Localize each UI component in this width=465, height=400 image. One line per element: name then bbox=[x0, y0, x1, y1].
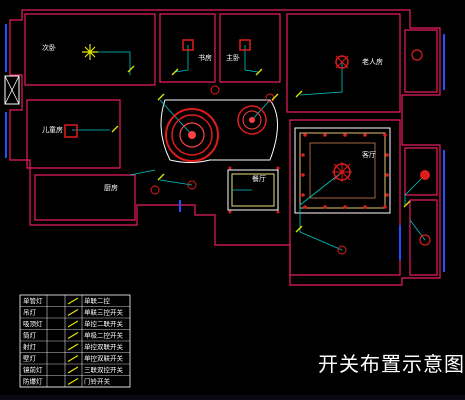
switches bbox=[111, 65, 411, 233]
legend-label: 单联三控开关 bbox=[84, 308, 124, 317]
label-study: 书房 bbox=[198, 53, 212, 62]
legend-switch-icon bbox=[67, 366, 79, 374]
legend-label: 单控双联开关 bbox=[84, 342, 124, 351]
lamp-bath bbox=[419, 234, 431, 246]
legend-fixture-symbol: 防爆灯 bbox=[23, 377, 43, 386]
walls bbox=[9, 9, 441, 286]
legend-switch-icon bbox=[67, 308, 79, 317]
legend-label: 单控二联开关 bbox=[84, 319, 124, 328]
label-children-room: 儿童房 bbox=[42, 125, 63, 134]
bottom-strip bbox=[0, 395, 465, 400]
downlight-1 bbox=[187, 180, 197, 190]
dining-ceiling bbox=[160, 99, 278, 163]
legend-label: 门铃开关 bbox=[84, 377, 111, 386]
legend-fixture-symbol: 吊灯 bbox=[23, 308, 37, 317]
label-second-bedroom: 次卧 bbox=[42, 43, 56, 52]
legend-switch-icon bbox=[67, 297, 79, 305]
wiring bbox=[72, 45, 426, 251]
legend-fixture-symbol: 单管灯 bbox=[23, 296, 43, 305]
legend-label: 单联二控 bbox=[84, 296, 111, 305]
label-master-bedroom: 主卧 bbox=[226, 53, 240, 62]
legend-fixture-symbol: 吸顶灯 bbox=[23, 319, 43, 328]
label-elderly-room: 老人房 bbox=[362, 57, 383, 66]
legend-fixture-symbol: 镜前灯 bbox=[23, 365, 43, 374]
ceiling-lamp-entry bbox=[237, 105, 267, 135]
lamp-wardrobe bbox=[411, 49, 423, 61]
legend-switch-icon bbox=[67, 320, 79, 328]
downlight-2 bbox=[337, 245, 347, 255]
label-kitchen: 厨房 bbox=[104, 183, 118, 192]
chandelier-living bbox=[332, 162, 352, 182]
lamp-kitchen bbox=[150, 185, 160, 195]
legend-fixture-symbol: 射灯 bbox=[23, 342, 37, 351]
chandelier-dining bbox=[165, 108, 219, 162]
legend-label: 三联双控开关 bbox=[84, 365, 124, 374]
lamp-second-bedroom bbox=[82, 44, 98, 60]
label-living-room: 客厅 bbox=[362, 150, 376, 159]
spotlights bbox=[228, 133, 389, 214]
column-box bbox=[4, 75, 20, 105]
fixtures bbox=[64, 39, 431, 255]
windows bbox=[5, 24, 445, 272]
legend-fixture-symbol: 壁灯 bbox=[23, 354, 37, 363]
living-ceiling bbox=[227, 127, 391, 214]
lamp-balcony bbox=[420, 170, 430, 180]
legend-switch-icon bbox=[67, 354, 79, 363]
label-dining-room: 餐厅 bbox=[252, 174, 266, 183]
legend-switch-icon bbox=[67, 331, 79, 340]
legend-label: 单极二控开关 bbox=[84, 331, 124, 340]
legend-label: 单控双联开关 bbox=[84, 354, 124, 363]
lamp-master bbox=[239, 39, 251, 51]
column-cross bbox=[4, 75, 20, 105]
drawing-title: 开关布置示意图 bbox=[318, 352, 465, 376]
legend-switch-icon bbox=[67, 343, 79, 351]
lamp-children bbox=[64, 124, 78, 138]
lamp-elderly bbox=[335, 55, 349, 69]
legend-switch-icon bbox=[67, 377, 79, 386]
room-labels: 次卧 书房 主卧 老人房 儿童房 厨房 餐厅 客厅 bbox=[42, 43, 383, 192]
downlight-4 bbox=[210, 85, 220, 95]
legend-fixture-symbol: 筒灯 bbox=[23, 331, 37, 340]
lamp-study bbox=[182, 39, 194, 51]
legend: 单管灯单联二控吊灯单联三控开关吸顶灯单控二联开关筒灯单极二控开关射灯单控双联开关… bbox=[19, 294, 131, 388]
